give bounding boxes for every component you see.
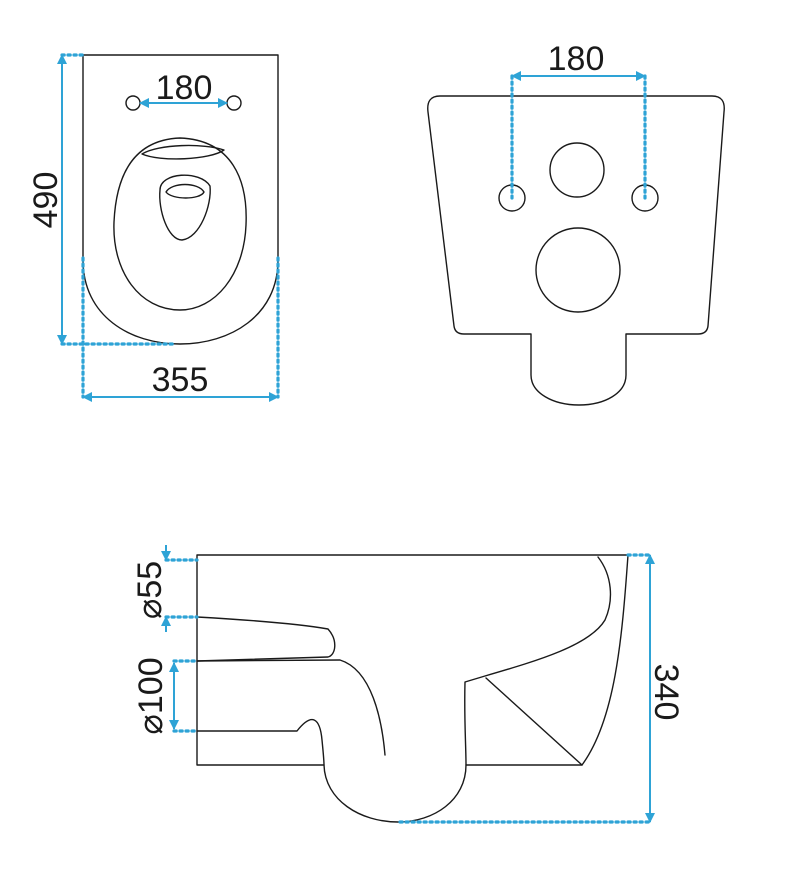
side-view-outline bbox=[196, 554, 629, 823]
outlet-diameter-label: ⌀100 bbox=[132, 657, 170, 734]
front-diagonal bbox=[485, 677, 583, 766]
side-view: 340 ⌀55 ⌀100 bbox=[131, 545, 685, 824]
back-hole-spacing-label: 180 bbox=[548, 40, 605, 78]
drain-opening bbox=[159, 174, 211, 241]
top-width-label: 355 bbox=[152, 361, 209, 399]
side-height-label: 340 bbox=[647, 664, 685, 721]
inlet-diameter-label: ⌀55 bbox=[131, 561, 169, 619]
bowl-rim bbox=[113, 137, 247, 311]
drain-inner bbox=[165, 183, 205, 199]
mounting-hole-right bbox=[226, 95, 242, 111]
back-view: 180 bbox=[427, 40, 725, 406]
inlet-diameter-symbol: ⌀ bbox=[131, 599, 169, 619]
drain-outlet-hole bbox=[535, 227, 621, 313]
bowl-inner-rim bbox=[141, 144, 225, 160]
trap-lower bbox=[196, 719, 325, 766]
mounting-hole-left bbox=[125, 95, 141, 111]
water-inlet-hole bbox=[549, 142, 605, 198]
outlet-diameter-symbol: ⌀ bbox=[132, 714, 170, 734]
back-view-outline bbox=[427, 95, 725, 406]
top-view: 180 490 355 bbox=[27, 53, 280, 402]
top-view-outline bbox=[82, 54, 279, 345]
trap-upper bbox=[196, 659, 386, 756]
outlet-diameter-value: 100 bbox=[132, 657, 170, 714]
top-hole-spacing-label: 180 bbox=[156, 69, 213, 107]
front-curve bbox=[464, 556, 612, 766]
inlet-pipe bbox=[196, 616, 336, 662]
inlet-diameter-value: 55 bbox=[131, 561, 169, 599]
top-length-label: 490 bbox=[27, 172, 65, 229]
